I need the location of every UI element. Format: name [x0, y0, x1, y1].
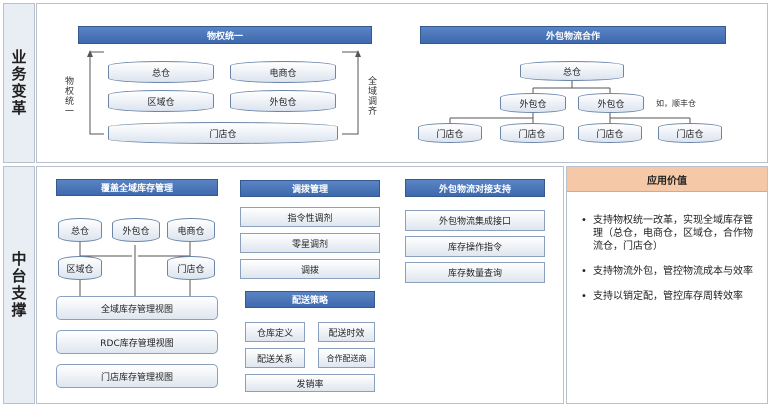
outsource-item-query-label: 库存数量查询 [447, 269, 502, 279]
inv-warehouse-store-label: 门店仓 [177, 264, 205, 275]
distribution-item-relation: 配送关系 [245, 348, 305, 368]
ownership-unify-title: 物权统一 [206, 31, 243, 42]
view-rdc-inventory-label: RDC库存管理视图 [100, 338, 174, 349]
tree-store-3-label: 门店仓 [596, 129, 624, 140]
section-label-platform-text: 中台支撑 [9, 251, 28, 319]
tree-store-1-label: 门店仓 [436, 129, 464, 140]
inv-warehouse-region-label: 区域仓 [66, 264, 94, 275]
allocation-item-directive-label: 指令性调剂 [287, 213, 333, 224]
view-all-inventory-label: 全域库存管理视图 [100, 304, 173, 315]
allocation-item-directive: 指令性调剂 [240, 207, 380, 227]
distribution-item-timeliness: 配送时效 [318, 322, 375, 342]
outsource-item-instructions-label: 库存操作指令 [447, 243, 502, 253]
outsource-coop-header: 外包物流合作 [420, 26, 726, 44]
warehouse-region: 区域仓 [108, 90, 214, 112]
section-label-business: 业务变革 [3, 3, 35, 163]
distribution-item-partner: 合作配送商 [318, 348, 375, 368]
outsource-coop-title: 外包物流合作 [545, 31, 600, 42]
allocation-item-sporadic: 零星调剂 [240, 233, 380, 253]
distribution-footer-label: 发销率 [296, 379, 324, 390]
value-bullet-3: 支持以销定配，管控库存周转效率 [581, 290, 759, 303]
ownership-unify-header: 物权统一 [78, 26, 372, 44]
outsource-item-query: 库存数量查询 [405, 262, 545, 283]
inv-warehouse-main: 总仓 [58, 218, 102, 242]
distribution-header: 配送策略 [245, 291, 375, 308]
allocation-item-transfer-label: 调拨 [300, 265, 319, 276]
distribution-footer: 发销率 [245, 374, 375, 392]
inventory-header: 覆盖全域库存管理 [56, 179, 218, 196]
warehouse-main: 总仓 [108, 61, 214, 83]
warehouse-region-label: 区域仓 [147, 97, 175, 108]
tree-root-label: 总仓 [562, 67, 581, 78]
section-label-platform: 中台支撑 [3, 166, 35, 404]
inv-warehouse-outsource-label: 外包仓 [122, 226, 150, 237]
tree-root-warehouse: 总仓 [520, 61, 624, 81]
warehouse-outsource: 外包仓 [230, 90, 336, 112]
distribution-item-warehouse-def-label: 仓库定义 [256, 328, 293, 339]
distribution-title: 配送策略 [291, 296, 328, 306]
tree-store-1: 门店仓 [418, 123, 482, 143]
value-list: 支持物权统一改革，实现全域库存管理（总仓，电商仓，区域仓，合作物流仓，门店仓） … [567, 192, 767, 303]
tree-store-4-label: 门店仓 [676, 129, 704, 140]
warehouse-ecom: 电商仓 [230, 61, 336, 83]
warehouse-main-label: 总仓 [151, 68, 170, 79]
outsource-support-title: 外包物流对接支持 [438, 184, 511, 195]
inv-warehouse-ecom-label: 电商仓 [177, 226, 205, 237]
section-label-business-text: 业务变革 [9, 49, 28, 117]
value-title: 应用价值 [647, 175, 687, 187]
tree-outsource-2: 外包仓 [578, 93, 644, 113]
warehouse-outsource-label: 外包仓 [269, 97, 297, 108]
tree-store-4: 门店仓 [658, 123, 722, 143]
distribution-item-timeliness-label: 配送时效 [328, 328, 365, 339]
warehouse-store-label: 门店仓 [209, 129, 237, 140]
tree-outsource-2-label: 外包仓 [597, 99, 625, 110]
inv-warehouse-main-label: 总仓 [70, 226, 89, 237]
warehouse-ecom-label: 电商仓 [269, 68, 297, 79]
warehouse-store: 门店仓 [108, 122, 338, 144]
inv-warehouse-store: 门店仓 [167, 256, 215, 280]
inv-warehouse-region: 区域仓 [58, 256, 102, 280]
inventory-title: 覆盖全域库存管理 [100, 184, 173, 194]
right-note: 全域调齐 [366, 76, 376, 116]
allocation-item-sporadic-label: 零星调剂 [291, 239, 328, 250]
outsource-item-integration: 外包物流集成接口 [405, 210, 545, 231]
tree-note: 如，顺丰仓 [656, 99, 696, 108]
view-all-inventory: 全域库存管理视图 [56, 296, 218, 320]
view-rdc-inventory: RDC库存管理视图 [56, 330, 218, 354]
outsource-support-header: 外包物流对接支持 [405, 179, 545, 197]
tree-outsource-1-label: 外包仓 [519, 99, 547, 110]
allocation-title: 调拨管理 [291, 185, 328, 195]
left-bracket [89, 51, 104, 135]
view-store-inventory-label: 门店库存管理视图 [100, 372, 173, 383]
outsource-item-instructions: 库存操作指令 [405, 236, 545, 257]
distribution-item-warehouse-def: 仓库定义 [245, 322, 305, 342]
tree-store-2-label: 门店仓 [518, 129, 546, 140]
left-note: 物权统一 [63, 76, 73, 116]
value-panel: 应用价值 支持物权统一改革，实现全域库存管理（总仓，电商仓，区域仓，合作物流仓，… [566, 166, 768, 404]
allocation-item-transfer: 调拨 [240, 259, 380, 279]
value-header: 应用价值 [567, 167, 767, 192]
outsource-item-integration-label: 外包物流集成接口 [438, 217, 511, 227]
tree-outsource-1: 外包仓 [500, 93, 566, 113]
inv-warehouse-outsource: 外包仓 [112, 218, 160, 242]
view-store-inventory: 门店库存管理视图 [56, 364, 218, 388]
tree-store-3: 门店仓 [578, 123, 642, 143]
inv-warehouse-ecom: 电商仓 [167, 218, 215, 242]
value-bullet-2: 支持物流外包，管控物流成本与效率 [581, 265, 759, 278]
distribution-item-relation-label: 配送关系 [256, 354, 293, 365]
right-bracket [342, 51, 359, 135]
tree-store-2: 门店仓 [500, 123, 564, 143]
distribution-item-partner-label: 合作配送商 [326, 353, 367, 363]
value-bullet-1: 支持物权统一改革，实现全域库存管理（总仓，电商仓，区域仓，合作物流仓，门店仓） [581, 214, 759, 253]
allocation-header: 调拨管理 [240, 180, 380, 197]
